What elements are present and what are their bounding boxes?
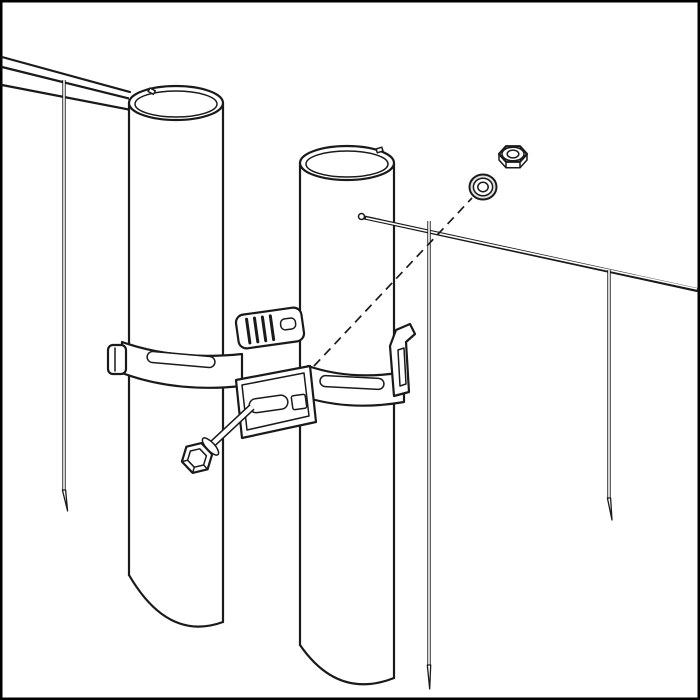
hex-bolt: [180, 404, 255, 474]
block-slot: [279, 317, 297, 331]
right-band-clamp: [306, 364, 406, 407]
fence-wire-right: [606, 270, 613, 521]
bracket-square-hole: [290, 393, 308, 411]
ribbed-lock-block: [234, 306, 306, 350]
band-end-clip: [388, 322, 417, 398]
hex-nut: [497, 145, 529, 169]
wire-end-loop: [357, 212, 366, 221]
fence-wire-left: [61, 80, 69, 512]
post-seam-notch: [147, 87, 157, 96]
band-slot: [146, 350, 216, 369]
fence-wire-center: [426, 221, 432, 690]
band-slot: [319, 374, 385, 391]
diagonal-fence-wire: [357, 212, 699, 292]
band-buckle-tab: [106, 343, 128, 376]
top-rail: [0, 55, 133, 112]
flat-washer: [468, 173, 498, 201]
assembly-axis-line: [313, 197, 473, 367]
post-seam-notch: [375, 146, 384, 154]
